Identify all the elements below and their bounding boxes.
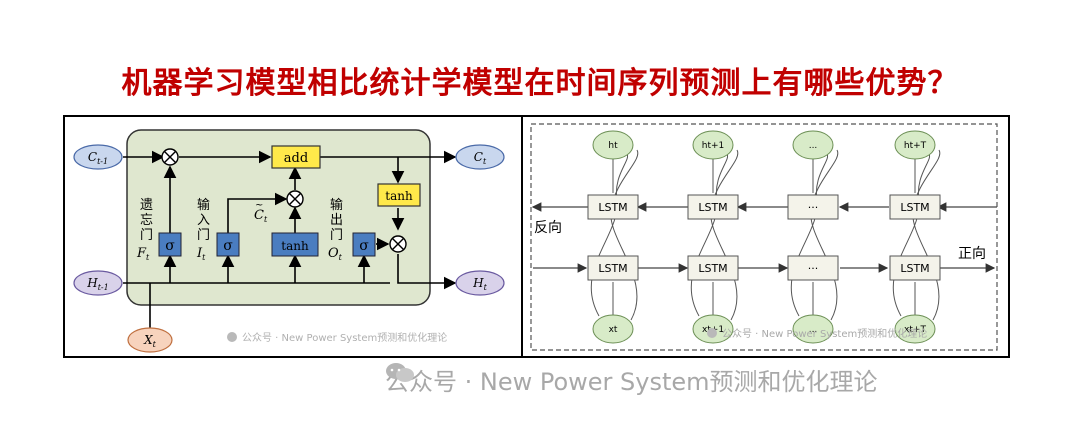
page-watermark: 公众号 · New Power System预测和优化理论	[385, 362, 878, 397]
cell-body	[126, 129, 431, 306]
forward-lstm-cell	[587, 255, 639, 281]
input-gate-char-2: 入	[197, 213, 210, 228]
input-label: xt	[609, 325, 618, 335]
output-node	[692, 130, 734, 160]
backward-lstm-label: ···	[808, 201, 819, 214]
backward-lstm-cell	[587, 194, 639, 220]
forget-gate-var: Ft	[136, 246, 150, 262]
input-gate-char-3: 门	[197, 228, 210, 243]
forget-gate-char-1: 遗	[140, 198, 153, 213]
figure-divider	[521, 115, 523, 358]
candidate-tilde: ~	[255, 200, 263, 211]
output-gate-char-1: 输	[330, 197, 343, 213]
h-prev-node: Ht-1	[73, 270, 123, 296]
x-input-node: Xt	[127, 327, 173, 353]
input-gate-char-1: 输	[197, 197, 210, 213]
backward-lstm-cell	[687, 194, 739, 220]
input-gate-var: It	[196, 246, 206, 262]
output-sigma-box	[352, 232, 376, 257]
forward-lstm-label: ···	[808, 262, 819, 275]
forget-gate-char-3: 门	[140, 228, 153, 243]
svg-text:Ht-1: Ht-1	[86, 276, 108, 292]
input-sigma-label: σ	[223, 238, 233, 254]
output-gate-char-3: 门	[330, 228, 343, 243]
input-label: xt+T	[904, 325, 926, 335]
output-gate-var: Ot	[328, 246, 343, 262]
input-node	[592, 314, 634, 344]
forward-lstm-cell	[787, 255, 839, 281]
page-title: 机器学习模型相比统计学模型在时间序列预测上有哪些优势？	[121, 66, 959, 101]
tanh-output-box	[377, 183, 421, 207]
backward-lstm-label: LSTM	[900, 201, 929, 214]
forget-sigma-label: σ	[165, 238, 175, 254]
candidate-tanh-label: tanh	[281, 239, 309, 253]
add-box	[271, 145, 321, 169]
svg-text:Ct: Ct	[474, 150, 487, 166]
c-out-node: Ct	[455, 144, 505, 170]
tanh-output-label: tanh	[385, 189, 413, 203]
h-out-node: Ht	[455, 270, 505, 296]
backward-lstm-cell	[787, 194, 839, 220]
forget-gate-char-2: 忘	[140, 213, 153, 228]
svg-text:公众号 · New Power System预测和优化理论: 公众号 · New Power System预测和优化理论	[722, 327, 927, 340]
output-label: ht	[608, 141, 618, 151]
forget-sigma-box	[158, 232, 182, 257]
input-sigma-box	[216, 232, 240, 257]
output-label: ht+1	[702, 141, 725, 151]
multiply-output-node	[389, 235, 407, 253]
output-gate-char-2: 出	[330, 213, 343, 228]
output-node	[792, 130, 834, 160]
svg-text:公众号 · New Power System预测和优化理论: 公众号 · New Power System预测和优化理论	[242, 331, 447, 344]
backward-label: 反向	[534, 220, 562, 236]
candidate-var: Ct	[254, 208, 268, 224]
backward-lstm-label: LSTM	[598, 201, 627, 214]
lstm-watermark: 公众号 · New Power System预测和优化理论	[227, 331, 447, 344]
output-node	[592, 130, 634, 160]
backward-lstm-cell	[889, 194, 941, 220]
forward-lstm-label: LSTM	[900, 262, 929, 275]
bilstm-frame	[530, 123, 998, 351]
output-node	[894, 130, 936, 160]
output-label: ht+T	[904, 141, 927, 151]
multiply-input-node	[286, 190, 304, 208]
input-label: ...	[809, 325, 818, 335]
input-node	[894, 314, 936, 344]
svg-text:Ct-1: Ct-1	[88, 150, 108, 166]
svg-text:Xt: Xt	[143, 333, 157, 349]
output-label: ...	[809, 141, 818, 151]
forward-lstm-label: LSTM	[598, 262, 627, 275]
multiply-forget-node	[161, 148, 179, 166]
backward-lstm-label: LSTM	[698, 201, 727, 214]
svg-text:Ht: Ht	[472, 276, 487, 292]
forward-label: 正向	[958, 246, 986, 262]
forward-lstm-label: LSTM	[698, 262, 727, 275]
forward-lstm-cell	[687, 255, 739, 281]
c-prev-node: Ct-1	[73, 144, 123, 170]
output-sigma-label: σ	[359, 238, 369, 254]
candidate-tanh-box	[271, 232, 319, 257]
input-node	[792, 314, 834, 344]
add-label: add	[284, 151, 308, 166]
wechat-icon	[386, 363, 414, 382]
forward-lstm-cell	[889, 255, 941, 281]
bilstm-watermark: 公众号 · New Power System预测和优化理论	[707, 327, 927, 340]
